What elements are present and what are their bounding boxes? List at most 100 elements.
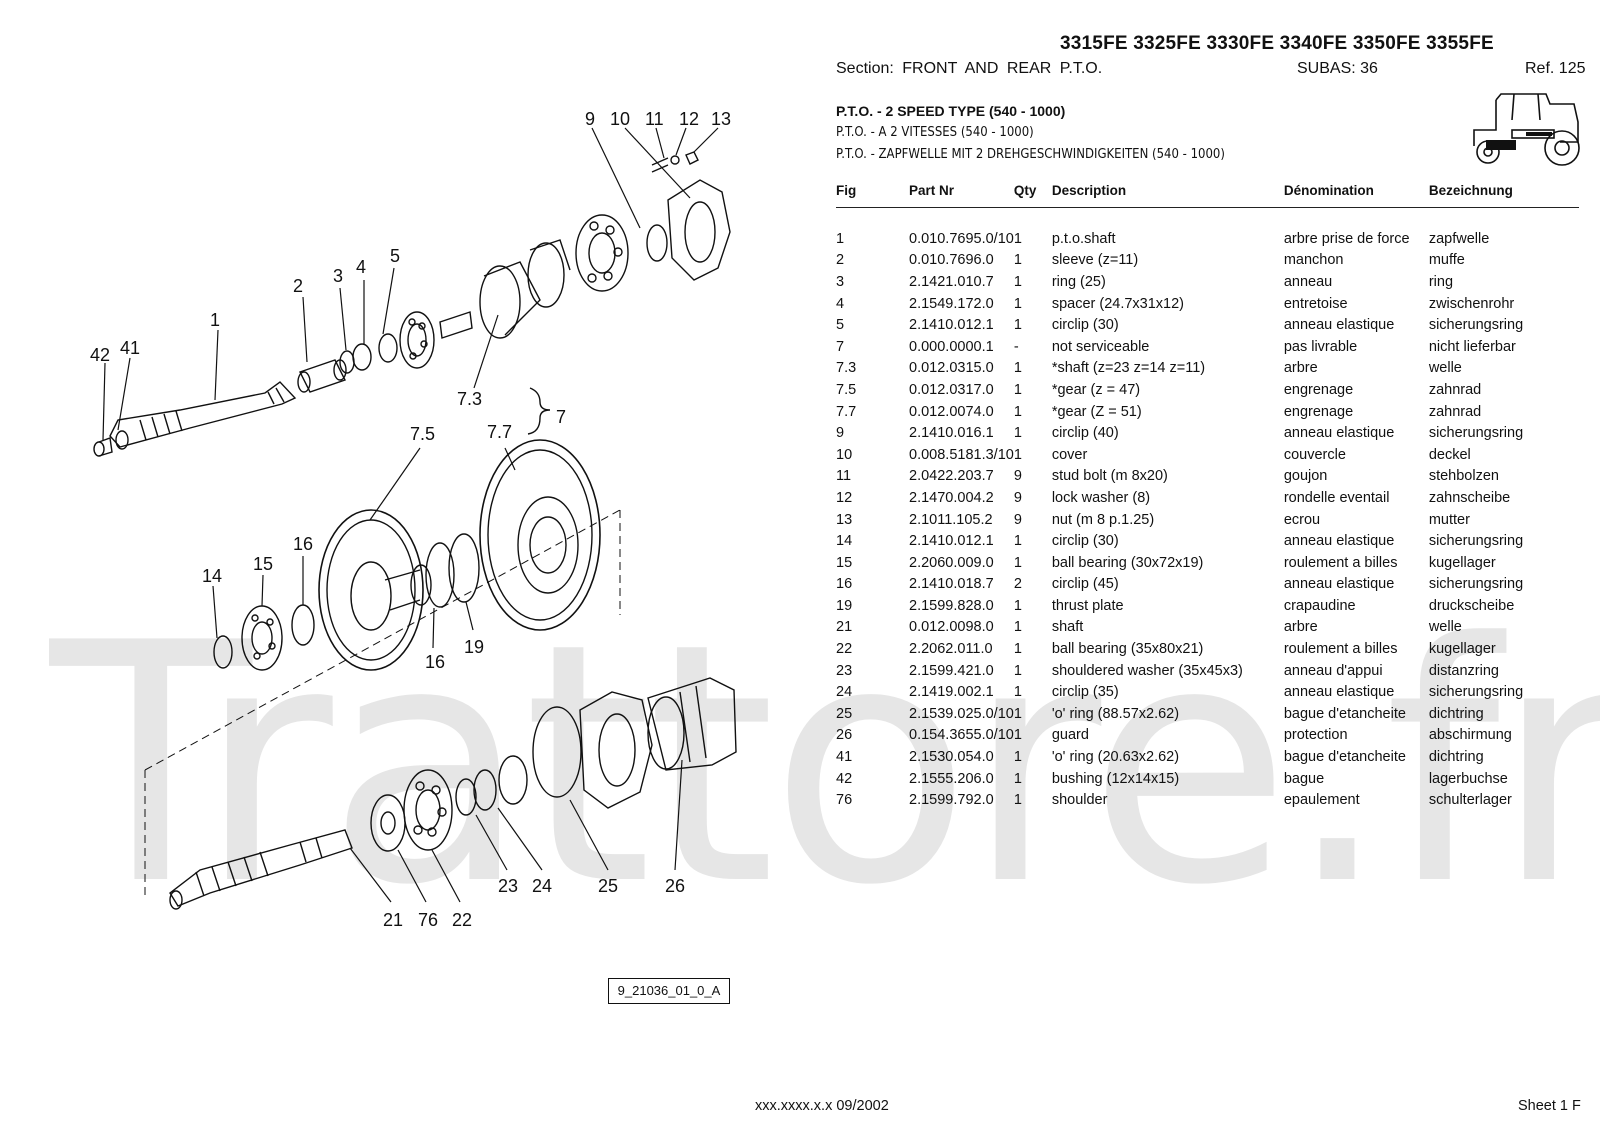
- cell-qty: 9: [1013, 468, 1022, 485]
- title-french: P.T.O. - A 2 VITESSES (540 - 1000): [836, 125, 1034, 140]
- cell-denomination: anneau elastique: [1283, 425, 1395, 442]
- exploded-parts-diagram: 9 10 11 12 13 1 2 3 4 5 42 41 7.3 7 7.5 …: [90, 109, 737, 930]
- cell-bezeichnung: welle: [1428, 619, 1462, 636]
- cell-bezeichnung: dichtring: [1428, 749, 1484, 766]
- callout-23: 23: [498, 876, 518, 896]
- cell-part-nr: 2.1549.172.0: [909, 295, 994, 312]
- cell-part-nr: 2.1555.206.0: [909, 770, 994, 787]
- cell-part-nr: 0.008.5181.3/10: [909, 446, 1014, 463]
- cell-bezeichnung: kugellager: [1428, 554, 1496, 571]
- cell-fig: 24: [836, 684, 853, 701]
- cell-description: guard: [1051, 727, 1089, 744]
- cell-qty: 1: [1013, 230, 1022, 247]
- cell-fig: 19: [836, 597, 853, 614]
- cell-qty: 1: [1013, 403, 1022, 420]
- bearing-rear-shape: [575, 214, 629, 292]
- cell-bezeichnung: distanzring: [1428, 662, 1499, 679]
- cell-fig: 3: [836, 273, 845, 290]
- cell-bezeichnung: zahnrad: [1428, 381, 1482, 398]
- cell-denomination: roulement a billes: [1283, 641, 1398, 658]
- callout-7: 7: [556, 407, 566, 427]
- cell-fig: 26: [836, 727, 853, 744]
- cell-qty: 1: [1013, 792, 1022, 809]
- circlip-16-shape: [425, 542, 455, 608]
- cell-bezeichnung: deckel: [1428, 446, 1471, 463]
- cell-description: bushing (12x14x15): [1051, 770, 1180, 787]
- cell-part-nr: 0.154.3655.0/10: [909, 727, 1014, 744]
- cell-part-nr: 2.1421.010.7: [909, 273, 994, 290]
- cell-part-nr: 2.1410.012.1: [909, 317, 994, 334]
- cell-qty: 1: [1013, 425, 1022, 442]
- cell-part-nr: 2.2062.011.0: [909, 641, 993, 658]
- cell-denomination: rondelle eventail: [1283, 489, 1390, 506]
- cell-fig: 5: [836, 317, 845, 334]
- cell-fig: 4: [836, 295, 845, 312]
- bearing-15-shape: [241, 605, 283, 671]
- callout-25: 25: [598, 876, 618, 896]
- cell-part-nr: 2.1599.828.0: [909, 597, 994, 614]
- cell-bezeichnung: sicherungsring: [1428, 317, 1524, 334]
- cell-description: circlip (45): [1051, 576, 1119, 593]
- header-denomination: Dénomination: [1283, 182, 1429, 208]
- cell-part-nr: 2.1011.105.2: [909, 511, 993, 528]
- cell-denomination: arbre: [1283, 360, 1318, 377]
- cell-part-nr: 0.010.7696.0: [909, 252, 994, 269]
- cell-part-nr: 2.1530.054.0: [909, 749, 994, 766]
- cell-description: ring (25): [1051, 273, 1106, 290]
- callout-16-upper: 16: [293, 534, 313, 554]
- cell-bezeichnung: schulterlager: [1428, 792, 1512, 809]
- cell-qty: -: [1013, 338, 1019, 355]
- cell-bezeichnung: zapfwelle: [1428, 230, 1490, 247]
- cell-part-nr: 2.1410.016.1: [909, 425, 994, 442]
- shoulder-76-shape: [370, 794, 406, 852]
- cell-qty: 1: [1013, 641, 1022, 658]
- cell-qty: 1: [1013, 317, 1022, 334]
- cell-qty: 1: [1013, 684, 1022, 701]
- title-german: P.T.O. - ZAPFWELLE MIT 2 DREHGESCHWINDIG…: [836, 147, 1225, 162]
- callout-7-5: 7.5: [410, 424, 435, 444]
- stud-bolt-shape: [651, 157, 669, 173]
- cell-description: circlip (30): [1051, 317, 1119, 334]
- header-description: Description: [1051, 182, 1284, 208]
- cell-description: 'o' ring (88.57x2.62): [1051, 705, 1180, 722]
- ref-label: Ref. 125: [1525, 60, 1586, 77]
- callout-1: 1: [210, 310, 220, 330]
- callout-7-7: 7.7: [487, 422, 512, 442]
- cell-denomination: goujon: [1283, 468, 1328, 485]
- callout-41: 41: [120, 338, 140, 358]
- cell-description: lock washer (8): [1051, 489, 1151, 506]
- gear-7-5-shape: [318, 509, 424, 671]
- cell-description: cover: [1051, 446, 1088, 463]
- cell-fig: 7.7: [836, 403, 857, 420]
- cell-part-nr: 2.1599.421.0: [909, 662, 994, 679]
- cell-qty: 1: [1013, 705, 1022, 722]
- cell-part-nr: 2.1599.792.0: [909, 792, 994, 809]
- cell-qty: 1: [1013, 749, 1022, 766]
- cell-denomination: arbre prise de force: [1283, 230, 1410, 247]
- cell-qty: 1: [1013, 727, 1022, 744]
- oring-41-shape: [115, 430, 129, 450]
- cell-bezeichnung: dichtring: [1428, 705, 1484, 722]
- cover-shape: [667, 179, 731, 281]
- nut-shape: [685, 151, 699, 165]
- cell-denomination: crapaudine: [1283, 597, 1356, 614]
- cell-description: ball bearing (30x72x19): [1051, 554, 1204, 571]
- cell-bezeichnung: welle: [1428, 360, 1462, 377]
- callout-19: 19: [464, 637, 484, 657]
- cell-bezeichnung: lagerbuchse: [1428, 770, 1508, 787]
- cell-bezeichnung: mutter: [1428, 511, 1470, 528]
- cell-part-nr: 0.010.7695.0/10: [909, 230, 1014, 247]
- callout-24: 24: [532, 876, 552, 896]
- cell-denomination: engrenage: [1283, 381, 1354, 398]
- pto-shaft-outline: [109, 381, 297, 448]
- cell-description: sleeve (z=11): [1051, 252, 1139, 269]
